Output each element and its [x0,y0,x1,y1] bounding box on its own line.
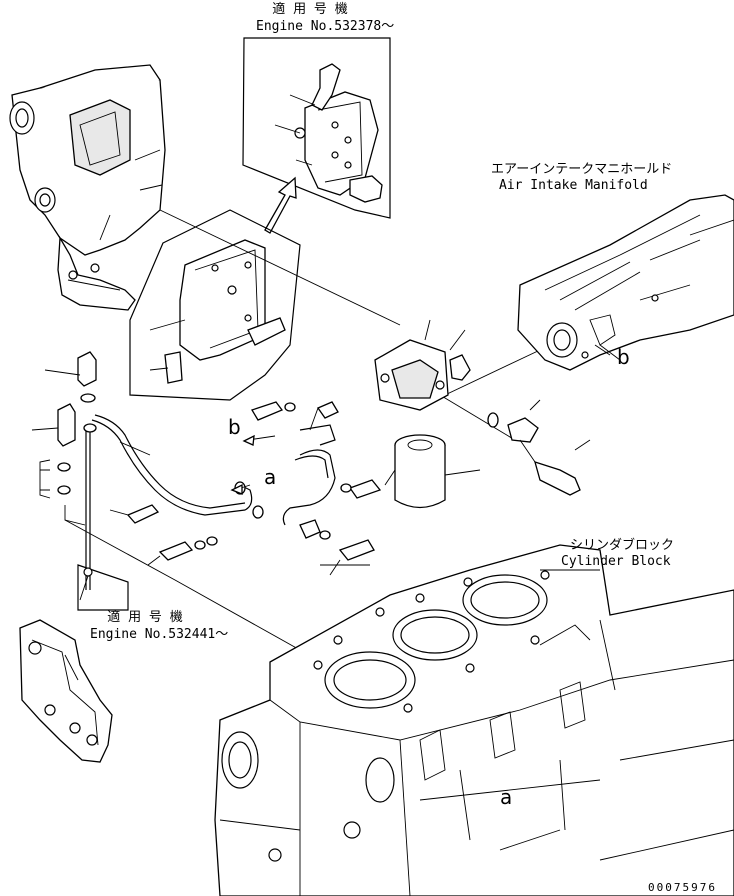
fasteners [31,351,396,576]
callout-a-right: a [500,785,513,809]
filter-head [374,319,471,411]
air-intake-en-label: Air Intake Manifold [499,178,648,193]
cylinder-block-en-label: Cylinder Block [561,554,671,569]
lower-variant-en-label: Engine No.532441～ [90,627,229,642]
middle-bracket [149,239,286,384]
oil-tubes [85,414,336,590]
variant-arrow [264,176,297,234]
callout-a-left: a [264,465,277,489]
upper-variant-jp-label: 適 用 号 機 [272,2,348,17]
cylinder-block [214,544,734,896]
callout-b-right: b [617,345,630,369]
middle-bracket-frame [129,209,301,401]
air-intake-manifold [517,194,734,371]
lower-variant-bracket [19,619,113,763]
intake-bracket-housing [9,64,166,311]
upper-variant-frame [242,37,391,219]
lower-variant-frame [77,564,129,611]
drawing-number: 00075976 [648,881,717,894]
air-intake-jp-label: エアーインテークマニホールド [491,162,673,177]
upper-variant-bracket [294,63,383,203]
filter-cartridge [394,434,481,509]
plug-assembly [487,399,591,496]
lower-variant-jp-label: 適 用 号 機 [107,610,183,625]
cylinder-block-jp-label: シリンダブロック [570,538,675,553]
callout-b-left: b [228,415,241,439]
upper-variant-en-label: Engine No.532378～ [256,19,395,34]
upper-variant-leaders [274,94,316,166]
